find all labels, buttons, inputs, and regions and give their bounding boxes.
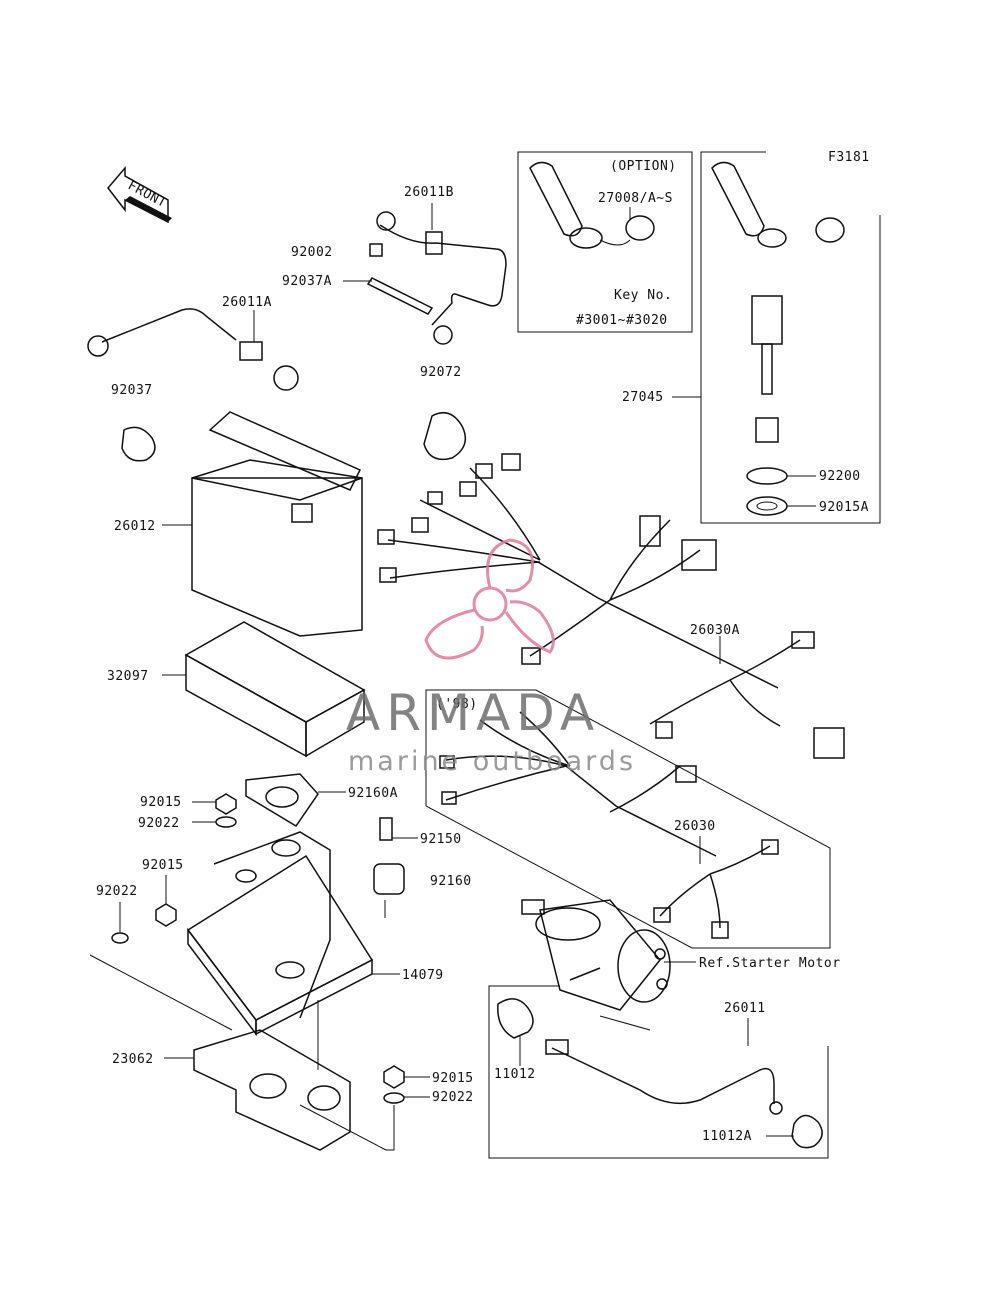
part-label-26012: 26012	[114, 519, 156, 534]
part-label-26030: 26030	[674, 819, 716, 834]
cables-top	[87, 203, 507, 462]
part-label-92150: 92150	[420, 832, 462, 847]
watermark-tagline: marine outboards	[348, 746, 636, 777]
part-label-23062: 23062	[112, 1052, 154, 1067]
part-label-92022-b: 92022	[96, 884, 138, 899]
bracket-92160a	[245, 773, 346, 828]
part-label-92015-b: 92015	[142, 858, 184, 873]
key-no-range: #3001~#3020	[576, 313, 668, 328]
year-98-box: ('98)	[425, 689, 831, 949]
option-part-label: 27008/A~S	[598, 191, 673, 206]
part-label-92072: 92072	[420, 365, 462, 380]
starter-motor: Ref.Starter Motor	[521, 899, 841, 1011]
part-label-92015a: 92015A	[819, 500, 869, 515]
starter-cable-box	[488, 985, 829, 1159]
part-label-14079: 14079	[402, 968, 444, 983]
wire-harness-26030a	[377, 453, 845, 759]
part-label-92037: 92037	[111, 383, 153, 398]
key-no-label: Key No.	[614, 288, 672, 303]
option-label: (OPTION)	[610, 159, 677, 174]
watermark-brand: ARMADA	[346, 684, 600, 742]
part-labels: 26011B 92002 92037A 26011A 92072 92037 2…	[96, 185, 869, 1144]
figure-code: F3181	[828, 150, 870, 165]
battery-holder-14079	[89, 831, 400, 1151]
part-label-11012: 11012	[494, 1067, 536, 1082]
armada-watermark: ARMADA marine outboards	[346, 538, 636, 777]
part-label-26030a: 26030A	[690, 623, 740, 638]
front-arrow-icon: FRONT	[107, 165, 172, 224]
battery	[162, 411, 363, 637]
part-label-92160: 92160	[430, 874, 472, 889]
part-label-92015-a: 92015	[140, 795, 182, 810]
part-label-92002: 92002	[291, 245, 333, 260]
part-label-27045: 27045	[622, 390, 664, 405]
part-label-92200: 92200	[819, 469, 861, 484]
part-label-11012a: 11012A	[702, 1129, 752, 1144]
part-label-92015-c: 92015	[432, 1071, 474, 1086]
part-label-26011a: 26011A	[222, 295, 272, 310]
part-label-26011: 26011	[724, 1001, 766, 1016]
part-label-92160a: 92160A	[348, 786, 398, 801]
part-label-92037a: 92037A	[282, 274, 332, 289]
part-label-92022-a: 92022	[138, 816, 180, 831]
option-key-box: (OPTION) 27008/A~S Key No. #3001~#3020	[517, 151, 693, 333]
part-label-26011b: 26011B	[404, 185, 454, 200]
year-label: ('98)	[436, 697, 478, 712]
ignition-switch-box	[672, 151, 881, 524]
part-label-92022-c: 92022	[432, 1090, 474, 1105]
fasteners	[111, 793, 430, 1104]
part-label-32097: 32097	[107, 669, 149, 684]
battery-tray	[162, 621, 366, 758]
propeller-logo-icon	[424, 538, 555, 660]
mount-23062	[164, 1029, 351, 1151]
reference-note: Ref.Starter Motor	[699, 956, 841, 971]
